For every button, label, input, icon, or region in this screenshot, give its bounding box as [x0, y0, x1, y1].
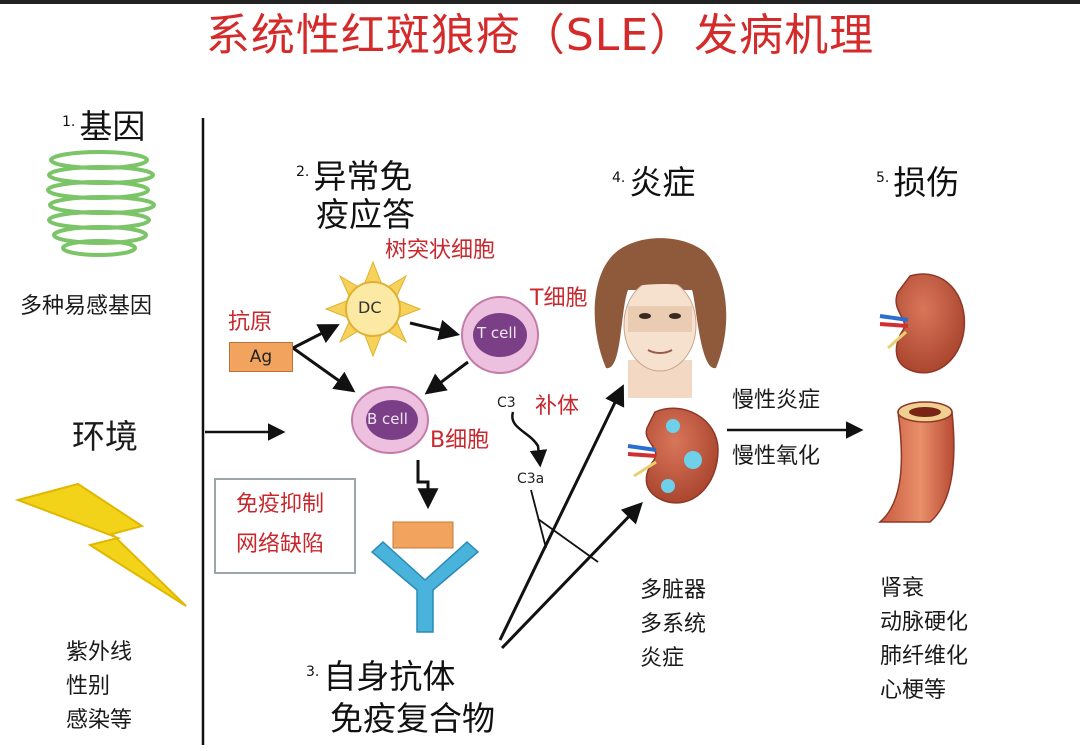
antigen-tag: Ag — [229, 342, 293, 372]
complement-label: 补体 — [535, 394, 580, 419]
c3a-line-b — [537, 518, 599, 563]
c3-label: C3 — [497, 395, 516, 411]
organ-caption-2: 多系统 — [640, 612, 707, 637]
page-title: 系统性红斑狼疮（SLE）发病机理 — [205, 10, 875, 61]
dc-name: 树突状细胞 — [385, 238, 496, 263]
step5-heading: 5.损伤 — [876, 163, 960, 202]
tcell-tag: T cell — [477, 324, 517, 342]
env-factor-2: 性别 — [66, 674, 111, 699]
lightning-icon — [14, 482, 187, 607]
damage-caption-1: 肾衰 — [880, 576, 925, 601]
environment-label: 环境 — [72, 417, 138, 456]
damage-caption-4: 心梗等 — [880, 678, 947, 703]
organ-caption-1: 多脏器 — [640, 578, 707, 603]
dc-tag: DC — [358, 298, 382, 317]
step2-heading: 2.异常免 — [296, 157, 413, 196]
face-icon — [594, 238, 727, 398]
bcell-tag: B cell — [367, 410, 408, 428]
bcell-to-antibody-arrow — [416, 460, 439, 510]
antigen-to-dc-arrow — [292, 324, 340, 350]
b-cell-icon — [351, 386, 429, 454]
dendritic-cell-icon — [324, 260, 422, 358]
chronic-oxidation-label: 慢性氧化 — [732, 444, 821, 469]
t-cell-icon — [461, 296, 539, 374]
step1-heading: 1.基因 — [62, 107, 146, 146]
c3a-label: C3a — [517, 471, 545, 487]
dc-to-tcell-arrow — [409, 319, 461, 341]
complex-to-organ-arrow — [500, 501, 643, 650]
antigen-to-bcell-arrow — [292, 346, 356, 393]
chronic-inflammation-label: 慢性炎症 — [732, 388, 821, 413]
antibody-icon — [370, 521, 480, 633]
tcell-name: T细胞 — [530, 286, 588, 311]
top-border — [0, 0, 1080, 4]
damaged-kidney-icon — [879, 273, 966, 374]
env-factor-3: 感染等 — [66, 708, 133, 733]
step2-heading-line2: 疫应答 — [316, 195, 415, 234]
complement-arrow — [511, 411, 548, 468]
env-factor-1: 紫外线 — [66, 640, 133, 665]
gene-coil-icon — [46, 150, 156, 257]
damage-caption-2: 动脉硬化 — [880, 610, 969, 635]
step3-heading-line2: 免疫复合物 — [330, 699, 495, 738]
bcell-name: B细胞 — [430, 428, 490, 453]
antigen-label: 抗原 — [228, 310, 273, 335]
defect-line-2: 网络缺陷 — [236, 532, 325, 557]
organ-caption-3: 炎症 — [640, 646, 685, 671]
defect-box — [214, 478, 356, 574]
inflamed-kidney-icon — [627, 407, 719, 504]
step3-heading: 3.自身抗体 — [306, 657, 456, 696]
genes-caption: 多种易感基因 — [20, 294, 153, 319]
artery-icon — [877, 401, 955, 523]
tcell-to-bcell-arrow — [424, 360, 469, 395]
defect-line-1: 免疫抑制 — [236, 492, 325, 517]
step4-heading: 4.炎症 — [612, 163, 696, 202]
damage-caption-3: 肺纤维化 — [880, 644, 969, 669]
complex-to-inflammation-arrow — [498, 384, 625, 641]
